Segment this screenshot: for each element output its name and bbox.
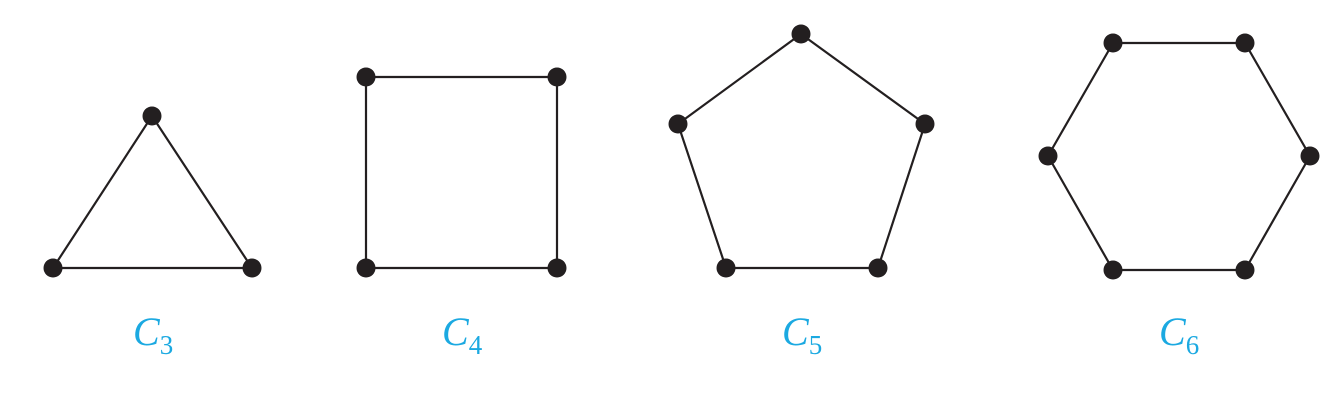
graph-subscript: 5 xyxy=(809,330,823,360)
edge xyxy=(1243,154,1312,272)
vertex xyxy=(1235,260,1255,280)
vertex xyxy=(356,67,376,87)
vertex xyxy=(668,114,688,134)
edge xyxy=(51,114,154,270)
graph-name: C xyxy=(1159,309,1187,354)
graph-subscript: 6 xyxy=(1186,330,1200,360)
graph-label-c6: C6 xyxy=(1159,309,1199,360)
graph-name: C xyxy=(782,309,810,354)
graph-name: C xyxy=(442,309,470,354)
edge xyxy=(1046,154,1115,272)
vertex xyxy=(1038,146,1058,166)
edge xyxy=(150,114,254,270)
graph-label-c5: C5 xyxy=(782,309,822,360)
graph-c5: C5 xyxy=(668,24,935,360)
vertex xyxy=(791,24,811,44)
vertex xyxy=(356,258,376,278)
vertex xyxy=(716,258,736,278)
graph-name: C xyxy=(133,309,161,354)
vertex xyxy=(242,258,262,278)
vertex xyxy=(43,258,63,278)
vertex xyxy=(915,114,935,134)
graph-label-c3: C3 xyxy=(133,309,173,360)
edge xyxy=(1046,41,1115,158)
edge xyxy=(1243,41,1312,158)
vertex xyxy=(1103,260,1123,280)
graph-c6: C6 xyxy=(1038,33,1320,360)
graph-subscript: 3 xyxy=(160,330,174,360)
edge xyxy=(876,122,927,270)
graph-subscript: 4 xyxy=(469,330,483,360)
vertex xyxy=(1300,146,1320,166)
edge xyxy=(676,32,803,126)
edge xyxy=(676,122,728,270)
edge xyxy=(799,32,927,126)
graph-c3: C3 xyxy=(43,106,262,360)
vertex xyxy=(142,106,162,126)
vertex xyxy=(868,258,888,278)
vertex xyxy=(547,67,567,87)
vertex xyxy=(1235,33,1255,53)
graph-c4: C4 xyxy=(356,67,567,360)
graph-label-c4: C4 xyxy=(442,309,483,360)
vertex xyxy=(547,258,567,278)
vertex xyxy=(1103,33,1123,53)
